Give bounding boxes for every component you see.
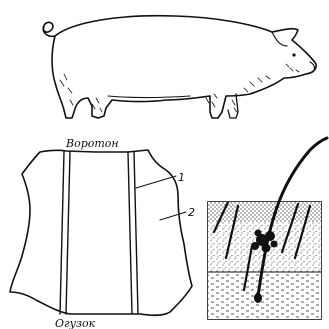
- pig-body: [52, 16, 316, 118]
- leader-line-1: [136, 176, 176, 188]
- leader-line-2: [160, 212, 186, 220]
- hide-cut-line-left: [60, 152, 70, 314]
- pig-front-leg: [228, 94, 238, 118]
- pig-snout: [310, 62, 314, 72]
- subcutaneous-layer: [208, 272, 321, 319]
- label-marker-2: 2: [188, 206, 195, 219]
- pig-belly-line: [108, 96, 190, 98]
- pig-illustration: [43, 16, 316, 118]
- hide-illustration: [10, 150, 192, 315]
- hide-outline: [10, 150, 192, 315]
- pig-tail: [43, 22, 55, 36]
- epidermis-layer: [208, 202, 321, 222]
- label-rump: Огузок: [55, 317, 96, 329]
- hide-cut-line-right: [128, 152, 138, 314]
- skin-cross-section: [208, 138, 327, 319]
- pig-ear: [272, 32, 287, 46]
- pig-hair-shading: [60, 64, 299, 112]
- label-collar: Воротон: [65, 137, 119, 150]
- pig-eye: [292, 53, 295, 56]
- hair-bulb: [254, 293, 262, 303]
- label-marker-1: 1: [178, 171, 185, 184]
